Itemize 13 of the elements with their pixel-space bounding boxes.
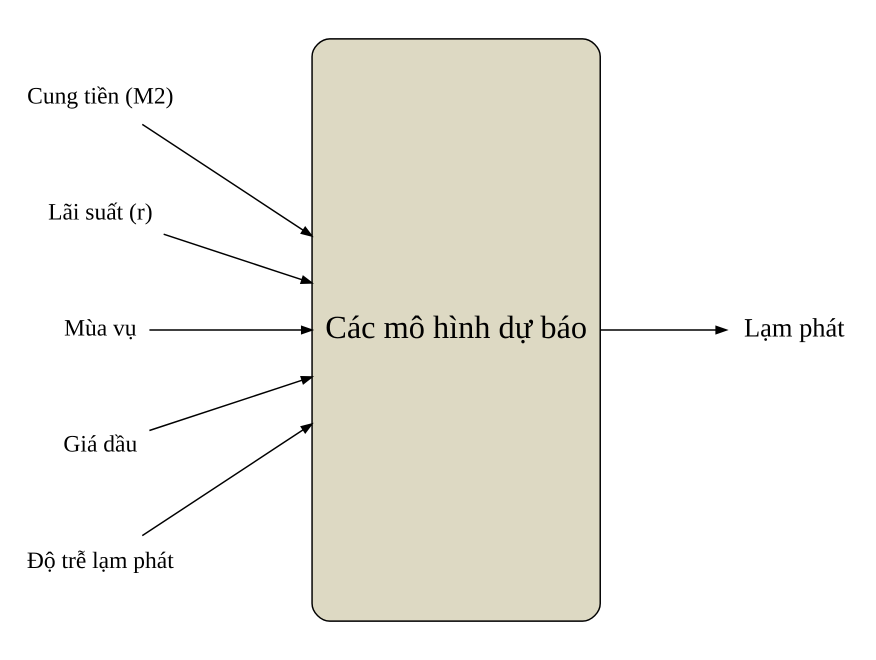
node-text: Giá dầu [62,432,137,458]
node-text: Độ trễ lạm phát [26,548,174,574]
arrow [148,325,314,335]
node-text: Mùa vụ [64,316,136,342]
arrow [148,376,314,432]
arrow [141,422,314,536]
node-text: Lãi suất (r) [48,199,152,226]
arrow [600,325,728,335]
node-text: Lạm phát [743,312,844,342]
node-box: Các mô hình dự báo [310,38,600,622]
node-text: Cung tiền (M2) [26,83,173,110]
arrow [141,124,314,238]
arrow [162,234,314,284]
